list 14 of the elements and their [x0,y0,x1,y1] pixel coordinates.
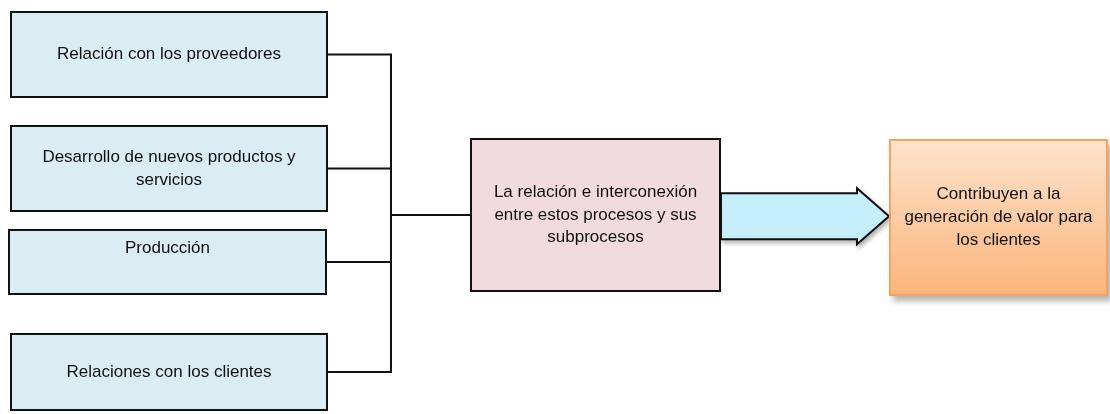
result-box [889,139,1108,296]
box-text: Contribuyen a la generación de valor para los clientes [903,183,1094,251]
box-text: Producción [124,237,211,259]
process-box [470,138,721,292]
connector-line [327,214,471,373]
box-text: Desarrollo de nuevos productos y servicios [41,145,297,191]
block-arrow [720,186,891,247]
box-text: La relación e interconexión entre estos procesos y sus subprocesos [492,180,699,249]
process-box [10,333,328,411]
box-text: Relación con los proveedores [57,43,281,66]
box-text: Relaciones con los clientes [66,360,272,383]
process-box [8,229,327,295]
process-box [10,11,328,98]
process-box [10,125,328,212]
